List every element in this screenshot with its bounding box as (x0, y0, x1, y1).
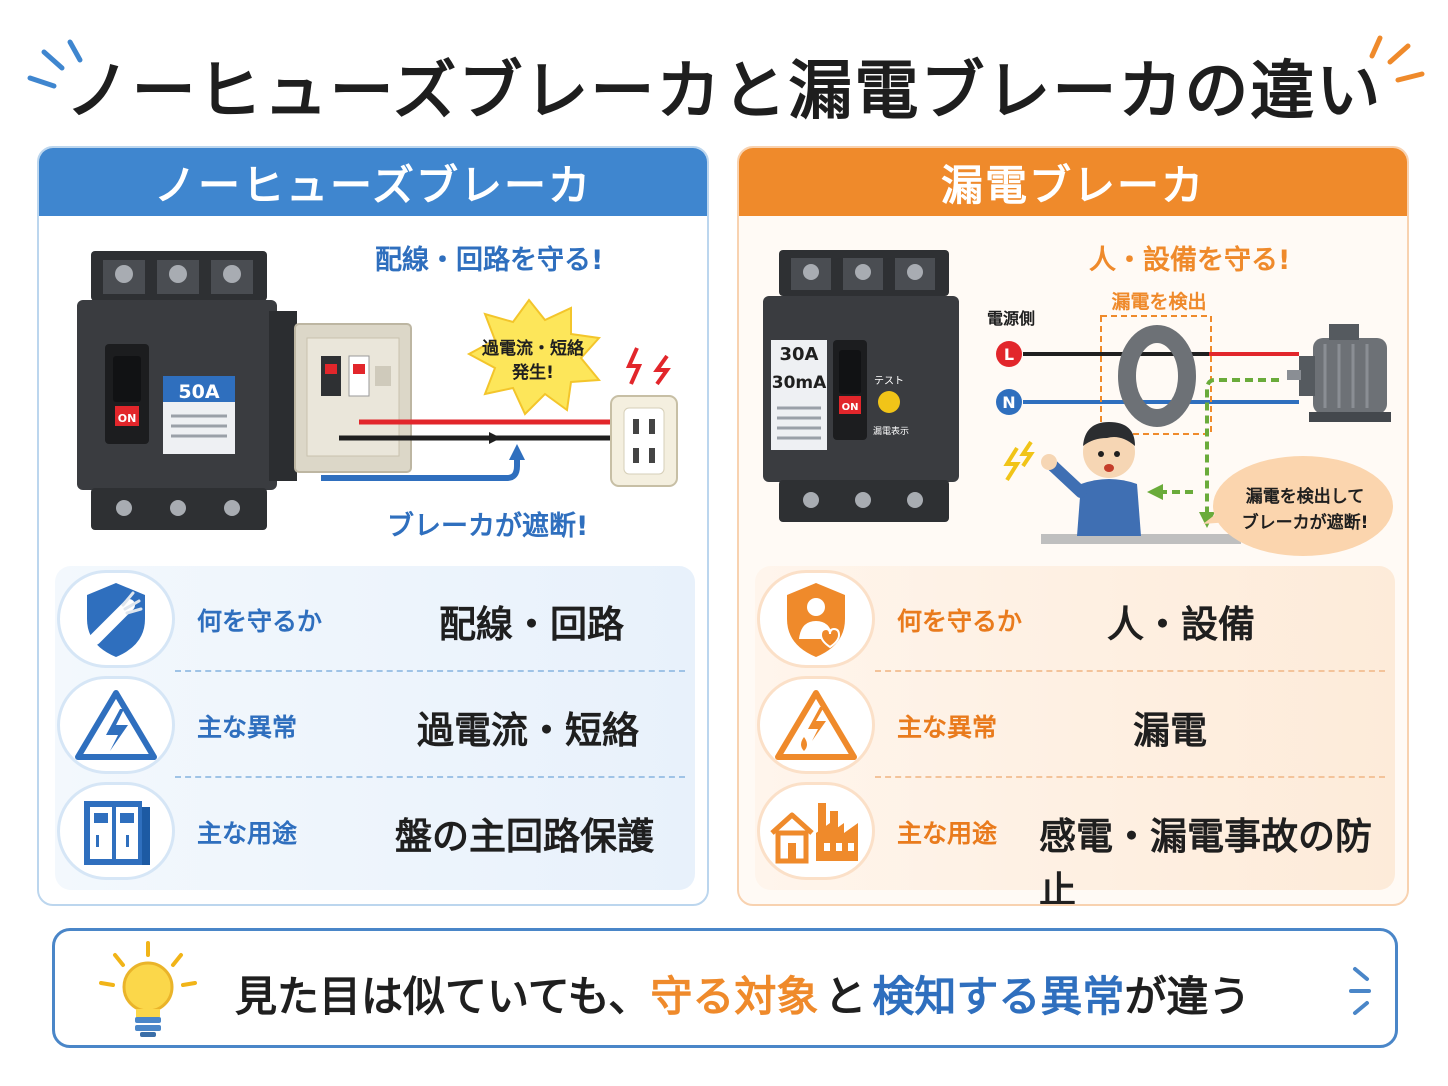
switchboard-cabinet-icon (57, 782, 175, 880)
row-main-fault: 主な異常 過電流・短絡 (55, 672, 695, 778)
row-main-fault: 主な異常 漏電 (755, 672, 1395, 778)
row-value: 漏電 (1133, 709, 1207, 752)
page-title: ノーヒューズブレーカと漏電ブレーカの違い (65, 55, 1383, 129)
caption-protect-people: 人・設備を守る! (1089, 245, 1291, 276)
breaker-50a-icon (77, 251, 297, 530)
breaker-30a-icon (763, 250, 959, 522)
shield-person-heart-icon (757, 570, 875, 668)
row-label: 主な用途 (897, 819, 998, 848)
summary-part1: 見た目は似ていても、 (235, 972, 651, 1021)
caption-breaker-trip: ブレーカが遮断! (387, 511, 589, 542)
spark-lines-right-icon (1369, 35, 1425, 83)
summary-part3: が違う (1124, 972, 1251, 1021)
spark-lines-banner-icon (1349, 967, 1371, 1015)
bubble-text-2: ブレーカが遮断! (1242, 512, 1369, 533)
earth-leakage-illustration: 30A 30mA ON テスト 漏電表示 電源側 L N 漏電を検出 (763, 250, 1393, 556)
caption-protect-wiring: 配線・回路を守る! (375, 245, 604, 276)
row-value: 過電流・短絡 (417, 709, 639, 752)
current-transformer-icon (1118, 325, 1196, 427)
row-value: 人・設備 (1107, 603, 1255, 646)
summary-banner: 見た目は似ていても、守る対象と検知する異常が違う (52, 928, 1398, 1048)
lightbulb-icon (99, 941, 197, 1037)
row-protect-target: 何を守るか 配線・回路 (55, 566, 695, 672)
row-value: 感電・漏電事故の防止 (1039, 815, 1372, 906)
line-l-label: L (1004, 345, 1014, 364)
burst-text-1: 過電流・短絡 (482, 338, 585, 359)
breaker-on-label: ON (118, 412, 137, 425)
no-fuse-breaker-panel: ノーヒューズブレーカ (37, 146, 709, 906)
surprised-person-icon (1041, 422, 1141, 536)
leak-display-label: 漏電表示 (873, 425, 909, 437)
row-value: 盤の主回路保護 (395, 815, 654, 858)
speech-bubble (1213, 456, 1393, 556)
house-factory-icon (757, 782, 875, 880)
shield-cable-icon (57, 570, 175, 668)
outlet-icon (610, 395, 678, 487)
no-fuse-breaker-header: ノーヒューズブレーカ (39, 148, 707, 216)
burst-text-2: 発生! (511, 362, 554, 383)
test-button-label: テスト (874, 376, 904, 387)
breaker-on-label: ON (842, 402, 859, 413)
no-fuse-breaker-scene: 50A ON (39, 216, 707, 566)
detect-label: 漏電を検出 (1111, 290, 1206, 313)
shock-lightning-icon (1003, 446, 1021, 482)
summary-text: 見た目は似ていても、守る対象と検知する異常が違う (235, 963, 1250, 1024)
row-label: 主な用途 (197, 819, 298, 848)
line-n-label: N (1002, 393, 1015, 412)
earth-leakage-breaker-panel: 漏電ブレーカ (737, 146, 1409, 906)
burst-icon (466, 298, 601, 416)
row-protect-target: 何を守るか 人・設備 (755, 566, 1395, 672)
motor-icon (1287, 324, 1391, 422)
row-value: 配線・回路 (439, 603, 624, 646)
warning-leak-icon (757, 676, 875, 774)
summary-highlight-target: 守る対象 (650, 972, 819, 1021)
distribution-board-icon (294, 323, 412, 473)
lightning-icon (625, 347, 643, 385)
row-main-use: 主な用途 盤の主回路保護 (55, 778, 695, 884)
no-fuse-breaker-illustration: 50A ON (77, 251, 678, 530)
row-main-use: 主な用途 感電・漏電事故の防止 (755, 778, 1395, 904)
no-fuse-breaker-info: 何を守るか 配線・回路 主な異常 過電流・短絡 (55, 566, 695, 890)
breaker-rating-label: 30A (780, 344, 819, 365)
spark-lines-left-icon (27, 39, 83, 89)
row-label: 何を守るか (897, 607, 1023, 636)
warning-lightning-icon (57, 676, 175, 774)
summary-highlight-fault: 検知する異常 (872, 972, 1125, 1021)
row-label: 主な異常 (197, 713, 298, 742)
source-side-label: 電源側 (987, 309, 1035, 328)
breaker-rating-label: 50A (178, 381, 219, 403)
earth-leakage-breaker-header: 漏電ブレーカ (739, 148, 1407, 216)
row-label: 何を守るか (197, 607, 323, 636)
summary-part2: と (824, 972, 867, 1021)
breaker-sensitivity-label: 30mA (772, 373, 827, 393)
row-label: 主な異常 (897, 713, 998, 742)
earth-leakage-info: 何を守るか 人・設備 主な異常 漏電 (755, 566, 1395, 904)
earth-leakage-scene: 30A 30mA ON テスト 漏電表示 電源側 L N 漏電を検出 (739, 216, 1407, 566)
bubble-text-1: 漏電を検出して (1246, 486, 1365, 507)
